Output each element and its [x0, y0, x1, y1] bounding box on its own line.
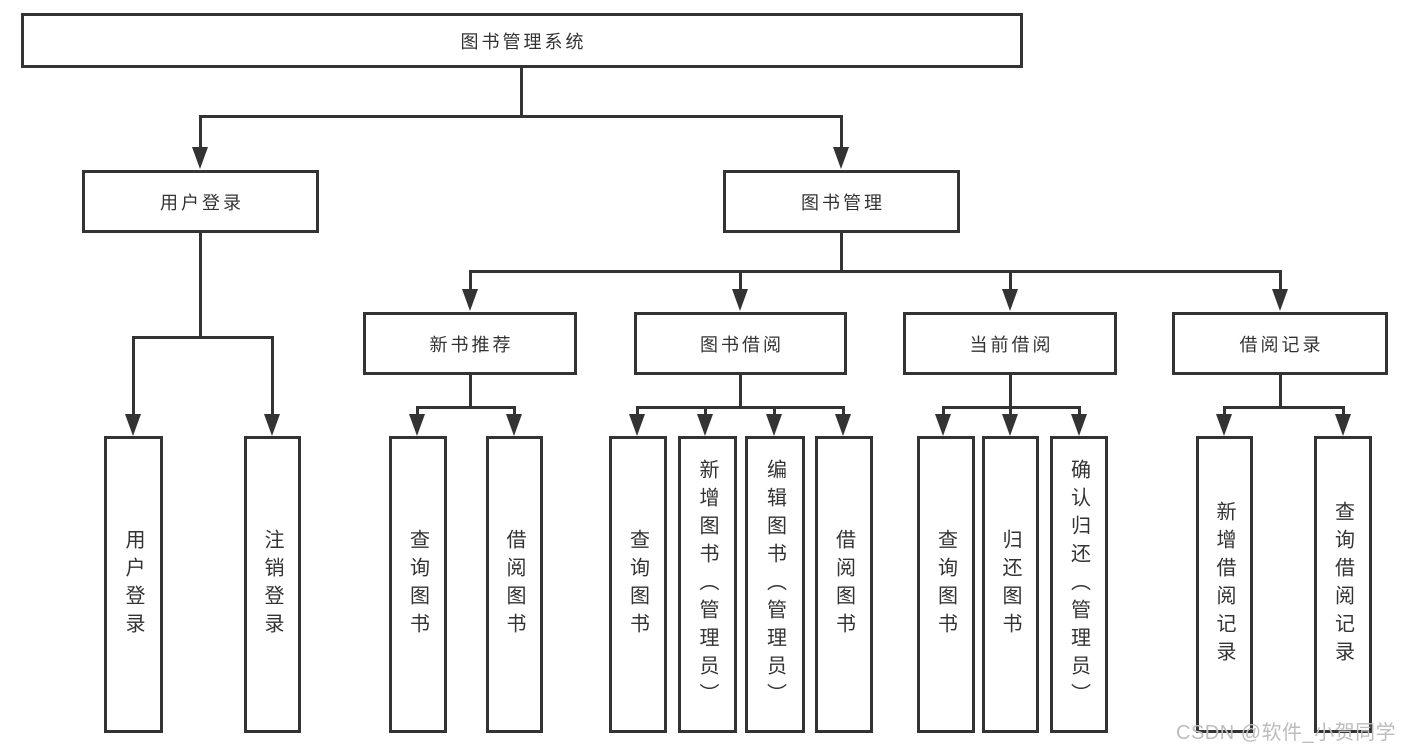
- node-return-books: 归还图书: [982, 436, 1039, 733]
- arrowhead-rec-query: [409, 414, 425, 436]
- connector-arrow-bor-query: [636, 406, 639, 418]
- connector-arrow-user-login-leaf: [132, 336, 135, 417]
- node-borrowing-records: 借阅记录: [1172, 312, 1388, 375]
- arrowhead-rec-query-record: [1335, 414, 1351, 436]
- arrowhead-recommend: [462, 289, 478, 311]
- connector-user-login-bar: [132, 336, 274, 339]
- connector-user-login-stem: [199, 233, 202, 339]
- connector-arrow-cur-return: [1009, 406, 1012, 418]
- connector-root-stem: [520, 68, 523, 116]
- connector-arrow-cur-confirm: [1078, 406, 1081, 418]
- node-user-login-leaf: 用户登录: [104, 436, 163, 733]
- arrowhead-borrowing: [732, 289, 748, 311]
- arrowhead-bor-query: [629, 414, 645, 436]
- connector-recommend-stem: [469, 375, 472, 409]
- connector-arrow-current: [1009, 270, 1012, 292]
- node-borrow-books-leaf: 借阅图书: [815, 436, 873, 733]
- arrowhead-cur-return: [1002, 414, 1018, 436]
- node-root: 图书管理系统: [21, 13, 1023, 68]
- arrowhead-user-login: [192, 147, 208, 169]
- arrowhead-records: [1272, 289, 1288, 311]
- node-user-login: 用户登录: [82, 170, 319, 233]
- arrowhead-cur-query: [935, 414, 951, 436]
- connector-borrowing-stem: [739, 375, 742, 409]
- connector-arrow-book-management: [840, 115, 843, 150]
- node-current-borrowing: 当前借阅: [903, 312, 1117, 375]
- node-confirm-return-admin: 确认归还（管理员）: [1050, 436, 1108, 733]
- arrowhead-bor-edit: [766, 414, 782, 436]
- watermark-text: CSDN @软件_小贺同学: [1176, 722, 1397, 744]
- node-new-book-recommendation: 新书推荐: [363, 312, 577, 375]
- node-logout-login-leaf: 注销登录: [244, 436, 301, 733]
- connector-records-stem: [1279, 375, 1282, 409]
- connector-borrowing-bar: [636, 406, 845, 409]
- connector-arrow-cur-query: [942, 406, 945, 418]
- node-borrow-books-recommend: 借阅图书: [486, 436, 543, 733]
- arrowhead-cur-confirm: [1071, 414, 1087, 436]
- connector-current-stem: [1009, 375, 1012, 409]
- connector-arrow-rec-query-record: [1342, 406, 1345, 418]
- connector-arrow-rec-add-record: [1223, 406, 1226, 418]
- node-book-borrowing: 图书借阅: [634, 312, 847, 375]
- arrowhead-rec-add-record: [1216, 414, 1232, 436]
- node-book-management: 图书管理: [723, 170, 960, 233]
- connector-arrow-bor-add: [704, 406, 707, 418]
- node-query-books-current: 查询图书: [917, 436, 975, 733]
- node-edit-book-admin: 编辑图书（管理员）: [745, 436, 805, 733]
- arrowhead-bor-add: [697, 414, 713, 436]
- connector-level2-bar: [199, 115, 843, 118]
- node-query-books-recommend: 查询图书: [389, 436, 447, 733]
- arrowhead-bor-borrow: [835, 414, 851, 436]
- connector-arrow-logout-leaf: [271, 336, 274, 417]
- connector-arrow-bor-edit: [773, 406, 776, 418]
- node-add-borrow-record: 新增借阅记录: [1196, 436, 1253, 733]
- connector-records-bar: [1223, 406, 1345, 409]
- arrowhead-current: [1002, 289, 1018, 311]
- arrowhead-rec-borrow: [506, 414, 522, 436]
- connector-arrow-bor-borrow: [842, 406, 845, 418]
- node-query-borrow-record: 查询借阅记录: [1314, 436, 1372, 733]
- connector-level3-bar: [469, 270, 1282, 273]
- arrowhead-user-login-leaf: [125, 414, 141, 436]
- connector-arrow-user-login: [199, 115, 202, 150]
- connector-arrow-rec-query: [416, 406, 419, 418]
- connector-arrow-recommend: [469, 270, 472, 292]
- connector-recommend-bar: [416, 406, 516, 409]
- connector-arrow-rec-borrow: [513, 406, 516, 418]
- node-query-books-borrowing: 查询图书: [609, 436, 667, 733]
- arrowhead-logout-leaf: [264, 414, 280, 436]
- connector-book-management-stem: [840, 233, 843, 273]
- node-add-book-admin: 新增图书（管理员）: [678, 436, 737, 733]
- arrowhead-book-management: [833, 147, 849, 169]
- connector-arrow-borrowing: [739, 270, 742, 292]
- connector-arrow-records: [1279, 270, 1282, 292]
